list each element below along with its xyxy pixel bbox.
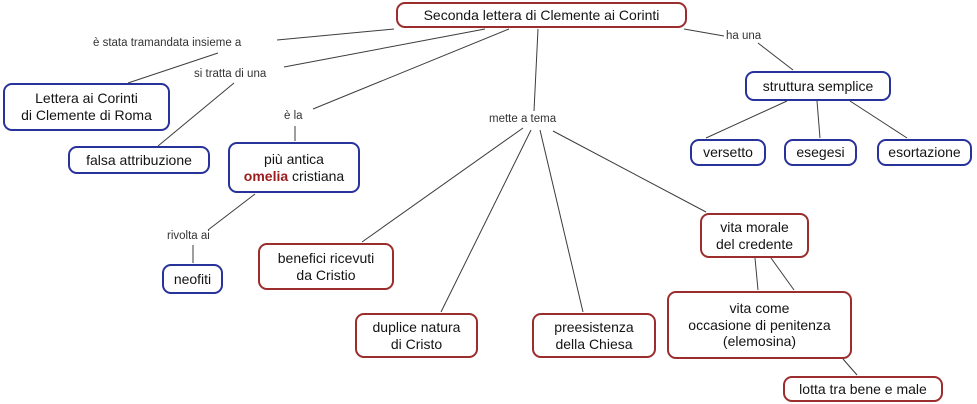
node-lettera-corinti[interactable]: Lettera ai Corinti di Clemente di Roma	[3, 83, 170, 131]
node-falsa-attribuzione[interactable]: falsa attribuzione	[68, 146, 210, 174]
connector-line	[705, 100, 788, 139]
node-benefici-line1: benefici ricevuti	[277, 249, 375, 266]
node-struttura[interactable]: struttura semplice	[745, 71, 891, 101]
connector-line	[842, 358, 858, 376]
node-neofiti-label: neofiti	[173, 270, 212, 287]
node-vita-morale[interactable]: vita morale del credente	[700, 213, 809, 258]
connector-line	[440, 129, 532, 313]
node-vita-morale-line2: del credente	[715, 235, 794, 252]
node-omelia-line2: omelia cristiana	[244, 168, 344, 185]
node-preesistenza-line2: della Chiesa	[555, 335, 633, 352]
link-label-e-la[interactable]: è la	[284, 110, 303, 122]
connector-line	[207, 193, 256, 231]
connector-line	[283, 28, 486, 68]
link-label-rivolta-ai[interactable]: rivolta ai	[167, 230, 210, 242]
node-benefici-line2: da Cristio	[296, 266, 356, 283]
connector-line	[157, 82, 235, 147]
node-vita-penitenza[interactable]: vita come occasione di penitenza (elemos…	[667, 291, 852, 359]
node-lotta[interactable]: lotta tra bene e male	[783, 376, 943, 402]
link-label-tramandata[interactable]: è stata tramandata insieme a	[93, 37, 242, 49]
node-duplice-natura[interactable]: duplice natura di Cristo	[355, 313, 478, 358]
node-omelia-keyword: omelia	[243, 167, 289, 184]
node-root-label: Seconda lettera di Clemente ai Corinti	[423, 6, 660, 23]
connector-line	[683, 28, 725, 37]
connector-line	[849, 100, 908, 139]
node-vita-penitenza-line3: (elemosina)	[722, 333, 797, 350]
connector-line	[539, 129, 584, 313]
connector-line	[816, 100, 821, 139]
node-benefici[interactable]: benefici ricevuti da Cristio	[258, 243, 394, 290]
connector-line	[533, 28, 539, 112]
node-vita-morale-line1: vita morale	[720, 218, 789, 235]
node-vita-penitenza-line2: occasione di penitenza	[688, 316, 831, 333]
node-omelia-line2-rest: cristiana	[292, 167, 345, 184]
node-esortazione[interactable]: esortazione	[877, 139, 972, 166]
connector-line	[552, 130, 707, 213]
node-lettera-corinti-line1: Lettera ai Corinti	[35, 90, 138, 107]
link-label-si-tratta[interactable]: si tratta di una	[194, 68, 267, 80]
connector-line	[754, 257, 759, 291]
node-duplice-natura-line1: duplice natura	[372, 318, 461, 335]
connector-line	[757, 42, 794, 71]
node-root[interactable]: Seconda lettera di Clemente ai Corinti	[396, 2, 687, 28]
node-versetto[interactable]: versetto	[690, 139, 766, 166]
node-struttura-label: struttura semplice	[762, 77, 874, 94]
node-vita-penitenza-line1: vita come	[729, 299, 790, 316]
node-versetto-label: versetto	[703, 144, 753, 161]
link-label-mette-a-tema[interactable]: mette a tema	[489, 113, 557, 125]
connector-line	[127, 52, 219, 84]
node-esegesi[interactable]: esegesi	[784, 139, 857, 166]
node-omelia[interactable]: più antica omelia cristiana	[228, 142, 360, 193]
node-omelia-line1: più antica	[264, 150, 324, 167]
connector-line	[312, 28, 510, 110]
node-preesistenza[interactable]: preesistenza della Chiesa	[532, 313, 656, 358]
node-esegesi-label: esegesi	[796, 144, 845, 161]
connector-line	[770, 257, 795, 291]
connector-line	[276, 28, 395, 41]
node-lettera-corinti-line2: di Clemente di Roma	[21, 107, 152, 123]
link-label-ha-una[interactable]: ha una	[726, 30, 762, 42]
node-lotta-label: lotta tra bene e male	[799, 380, 927, 397]
node-falsa-attribuzione-label: falsa attribuzione	[86, 151, 192, 168]
connector-line	[361, 127, 524, 243]
node-neofiti[interactable]: neofiti	[162, 264, 223, 294]
node-esortazione-label: esortazione	[888, 144, 961, 161]
node-preesistenza-line1: preesistenza	[554, 318, 634, 335]
node-duplice-natura-line2: di Cristo	[390, 335, 443, 352]
